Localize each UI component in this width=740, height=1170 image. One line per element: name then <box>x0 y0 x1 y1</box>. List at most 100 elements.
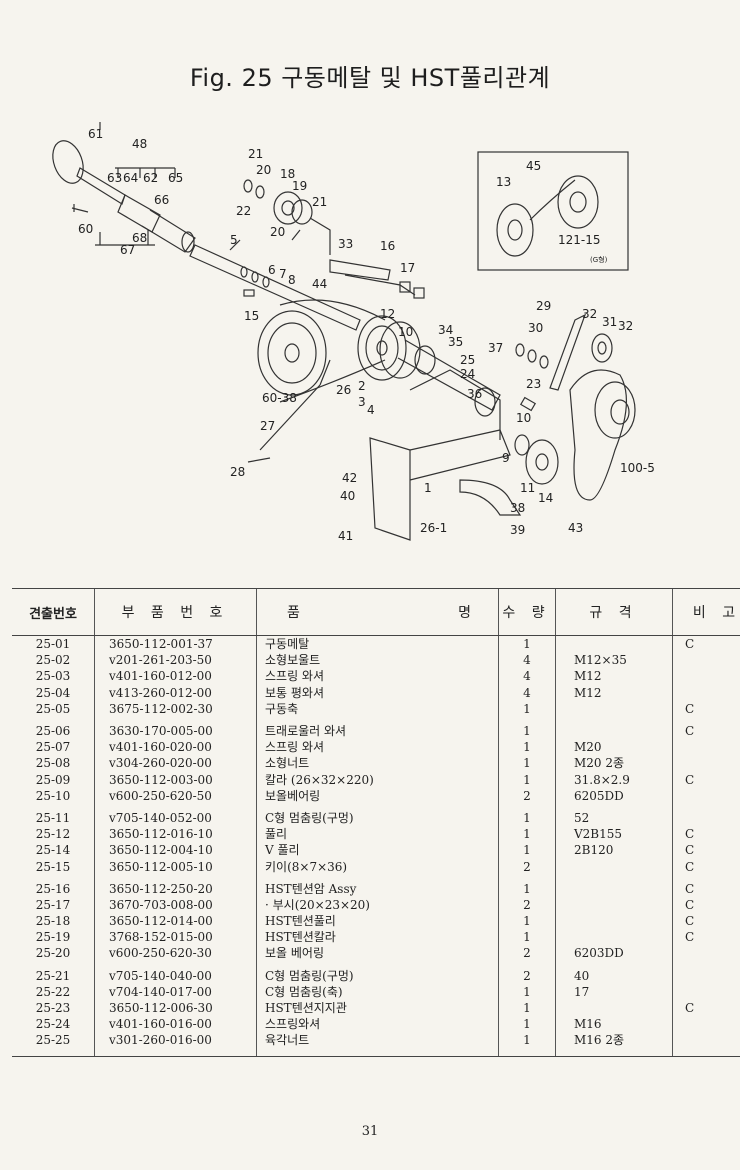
callout-label: 63 <box>107 171 122 185</box>
spec-cell <box>555 896 673 913</box>
remark-cell <box>672 739 740 756</box>
callout-label: 4 <box>367 403 375 417</box>
flange-shape <box>52 140 84 184</box>
callout-label: 20 <box>256 163 271 177</box>
part-name-cell: 소형보울트 <box>256 652 499 669</box>
part-id-cell: 25-10 <box>35 788 71 803</box>
part-name-cell: 칼라 (26×32×220) <box>256 771 499 788</box>
callout-label: 60 <box>78 222 93 236</box>
spec-cell <box>555 635 673 653</box>
callout-label: 27 <box>260 419 275 433</box>
remark-cell: C <box>672 716 740 740</box>
part-number-cell: 3630-170-005-00 <box>94 716 257 740</box>
spec-cell: M12×35 <box>555 652 673 669</box>
part-id-cell: 25-14 <box>35 843 71 858</box>
part-id-cell: 25-11 <box>35 810 71 825</box>
exploded-parts-diagram: 61 48 63 64 62 65 66 60 68 67 5 21 20 18… <box>30 120 710 560</box>
spec-cell <box>555 874 673 897</box>
callout-label: 19 <box>292 179 307 193</box>
part-number-cell: 3650-112-003-00 <box>94 771 257 788</box>
callout-label: 20 <box>270 225 285 239</box>
quantity-cell: 4 <box>498 668 556 685</box>
callout-label: 121-15 <box>558 233 601 247</box>
quantity-cell: 1 <box>498 1016 556 1033</box>
callout-label: 45 <box>526 159 541 173</box>
header-part-number: 부 품 번 호 <box>94 588 257 636</box>
callout-label: 48 <box>132 137 147 151</box>
remark-cell: C <box>672 842 740 859</box>
part-id-cell: 25-22 <box>35 984 71 999</box>
part-number-cell: v600-250-620-50 <box>94 787 257 804</box>
remark-cell: C <box>672 700 740 717</box>
quantity-cell: 1 <box>498 803 556 827</box>
header-part-id: 견출번호 <box>12 588 95 636</box>
remark-cell: C <box>672 771 740 788</box>
part-number-cell: 3650-112-016-10 <box>94 826 257 843</box>
callout-label: 15 <box>244 309 259 323</box>
spec-cell: 40 <box>555 961 673 984</box>
quantity-cell: 4 <box>498 684 556 701</box>
part-name-cell: C형 멈춤링(축) <box>256 983 499 1000</box>
callout-label: 3 <box>358 395 366 409</box>
part-id-cell: 25-12 <box>35 827 71 842</box>
callout-label: 60-38 <box>262 391 297 405</box>
part-name-cell: 스프링와셔 <box>256 1016 499 1033</box>
callout-label: 42 <box>342 471 357 485</box>
spec-cell <box>555 913 673 930</box>
spec-cell: 6203DD <box>555 945 673 962</box>
part-id-cell: 25-02 <box>35 653 71 668</box>
spec-cell: M12 <box>555 684 673 701</box>
part-number-cell: 3650-112-005-10 <box>94 858 257 875</box>
remark-cell: C <box>672 635 740 653</box>
part-name-cell: HST텐션칼라 <box>256 929 499 946</box>
callout-label: 66 <box>154 193 169 207</box>
callout-label: 32 <box>618 319 633 333</box>
callout-label: 31 <box>602 315 617 329</box>
part-id-cell: 25-18 <box>35 914 71 929</box>
part-number-cell: 3768-152-015-00 <box>94 929 257 946</box>
callout-labels: 61 48 63 64 62 65 66 60 68 67 5 21 20 18… <box>78 127 655 543</box>
callout-label: 67 <box>120 243 135 257</box>
part-number-cell: v704-140-017-00 <box>94 983 257 1000</box>
spec-cell: V2B155 <box>555 826 673 843</box>
spec-cell: 31.8×2.9 <box>555 771 673 788</box>
part-id-cell: 25-15 <box>35 859 71 874</box>
part-id-cell: 25-01 <box>35 637 71 652</box>
header-remark: 비 고 <box>672 588 740 636</box>
callout-label: 43 <box>568 521 583 535</box>
callout-label: 26 <box>336 383 351 397</box>
part-id-cell: 25-25 <box>12 1032 95 1058</box>
callout-label: 61 <box>88 127 103 141</box>
quantity-cell: 2 <box>498 896 556 913</box>
remark-cell <box>672 961 740 984</box>
callout-label: 30 <box>528 321 543 335</box>
callout-label: 40 <box>340 489 355 503</box>
part-name-cell: HST텐션암 Assy <box>256 874 499 897</box>
callout-label: 26-1 <box>420 521 447 535</box>
remark-cell <box>672 755 740 772</box>
callout-label: 13 <box>496 175 511 189</box>
part-number-cell: 3650-112-014-00 <box>94 913 257 930</box>
quantity-cell: 1 <box>498 716 556 740</box>
part-id-cell: 25-23 <box>35 1001 71 1016</box>
quantity-cell: 1 <box>498 983 556 1000</box>
remark-cell: C <box>672 929 740 946</box>
spec-cell: M20 2종 <box>555 755 673 772</box>
callout-label: (G형) <box>590 256 608 264</box>
remark-cell: C <box>672 874 740 897</box>
remark-cell: C <box>672 913 740 930</box>
quantity-cell: 1 <box>498 771 556 788</box>
remark-cell <box>672 684 740 701</box>
